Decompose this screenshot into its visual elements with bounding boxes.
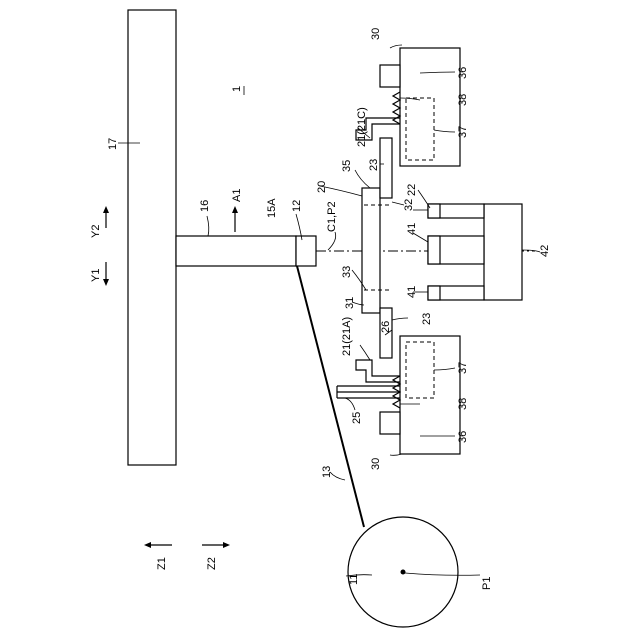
direction-a1: A1 — [231, 189, 243, 202]
arrow-z1-head — [144, 542, 151, 548]
label-33: 33 — [341, 266, 353, 278]
pulley-center-p1 — [401, 570, 406, 575]
arrow-z2-head — [223, 542, 230, 548]
leader-23-bottom — [392, 318, 408, 320]
label-20: 20 — [316, 181, 328, 193]
direction-y1: Y1 — [90, 269, 102, 282]
label-38-top: 38 — [457, 94, 469, 106]
label-41-bottom: 41 — [406, 286, 418, 298]
holder-42 — [484, 204, 522, 300]
label-23-bottom: 23 — [421, 313, 433, 325]
label-15a: 15A — [266, 198, 278, 218]
label-36-bottom: 36 — [457, 431, 469, 443]
post-41-mid — [428, 236, 440, 264]
leader-22 — [418, 190, 430, 208]
label-37-top: 37 — [457, 126, 469, 138]
pad-23-top — [380, 138, 392, 198]
leader-35 — [355, 170, 370, 188]
end-effector-12 — [296, 236, 316, 266]
label-12: 12 — [291, 200, 303, 212]
label-41-mid: 41 — [406, 223, 418, 235]
leader-42 — [522, 250, 540, 252]
leader-16 — [207, 216, 209, 236]
label-31: 31 — [344, 297, 356, 309]
label-17: 17 — [107, 138, 119, 150]
label-21a: 21(21A) — [341, 317, 353, 356]
plate-31 — [362, 188, 380, 313]
tab-30-bottom — [380, 412, 400, 434]
label-32: 32 — [403, 199, 415, 211]
leader-p1 — [405, 573, 480, 575]
label-16: 16 — [199, 200, 211, 212]
holder-21a — [356, 360, 400, 382]
label-21c: 21(21C) — [356, 107, 368, 147]
label-26: 26 — [380, 321, 392, 333]
label-38-bottom: 38 — [457, 398, 469, 410]
label-11: 11 — [348, 574, 360, 585]
leader-25 — [345, 398, 355, 410]
leader-c1p2 — [328, 232, 336, 250]
post-41-bot — [428, 286, 440, 300]
leader-21a — [360, 345, 370, 360]
label-22: 22 — [406, 184, 418, 196]
direction-z2: Z2 — [206, 557, 218, 570]
column-17 — [128, 10, 176, 465]
label-23-top: 23 — [368, 159, 380, 171]
label-25: 25 — [351, 412, 363, 424]
leader-30-bottom — [390, 454, 402, 455]
label-35: 35 — [341, 160, 353, 172]
label-c1-p2: C1,P2 — [326, 201, 338, 232]
label-13: 13 — [321, 466, 333, 478]
direction-y2: Y2 — [90, 225, 102, 238]
spring-38-top — [393, 92, 400, 124]
block-36-top — [400, 48, 460, 166]
arrow-a1-head — [232, 206, 238, 213]
arm-16 — [176, 236, 296, 266]
tab-30-top — [380, 65, 400, 87]
label-37-bottom: 37 — [457, 362, 469, 374]
arrow-y1-head — [103, 279, 109, 286]
label-30-top: 30 — [370, 28, 382, 40]
direction-z1: Z1 — [156, 557, 168, 570]
label-p1: P1 — [481, 577, 493, 590]
label-42: 42 — [539, 245, 551, 257]
label-36-top: 36 — [457, 67, 469, 79]
post-41-top — [428, 204, 440, 218]
label-1: 1 — [231, 86, 243, 92]
label-30-bottom: 30 — [370, 458, 382, 470]
arrow-y2-head — [103, 206, 109, 213]
